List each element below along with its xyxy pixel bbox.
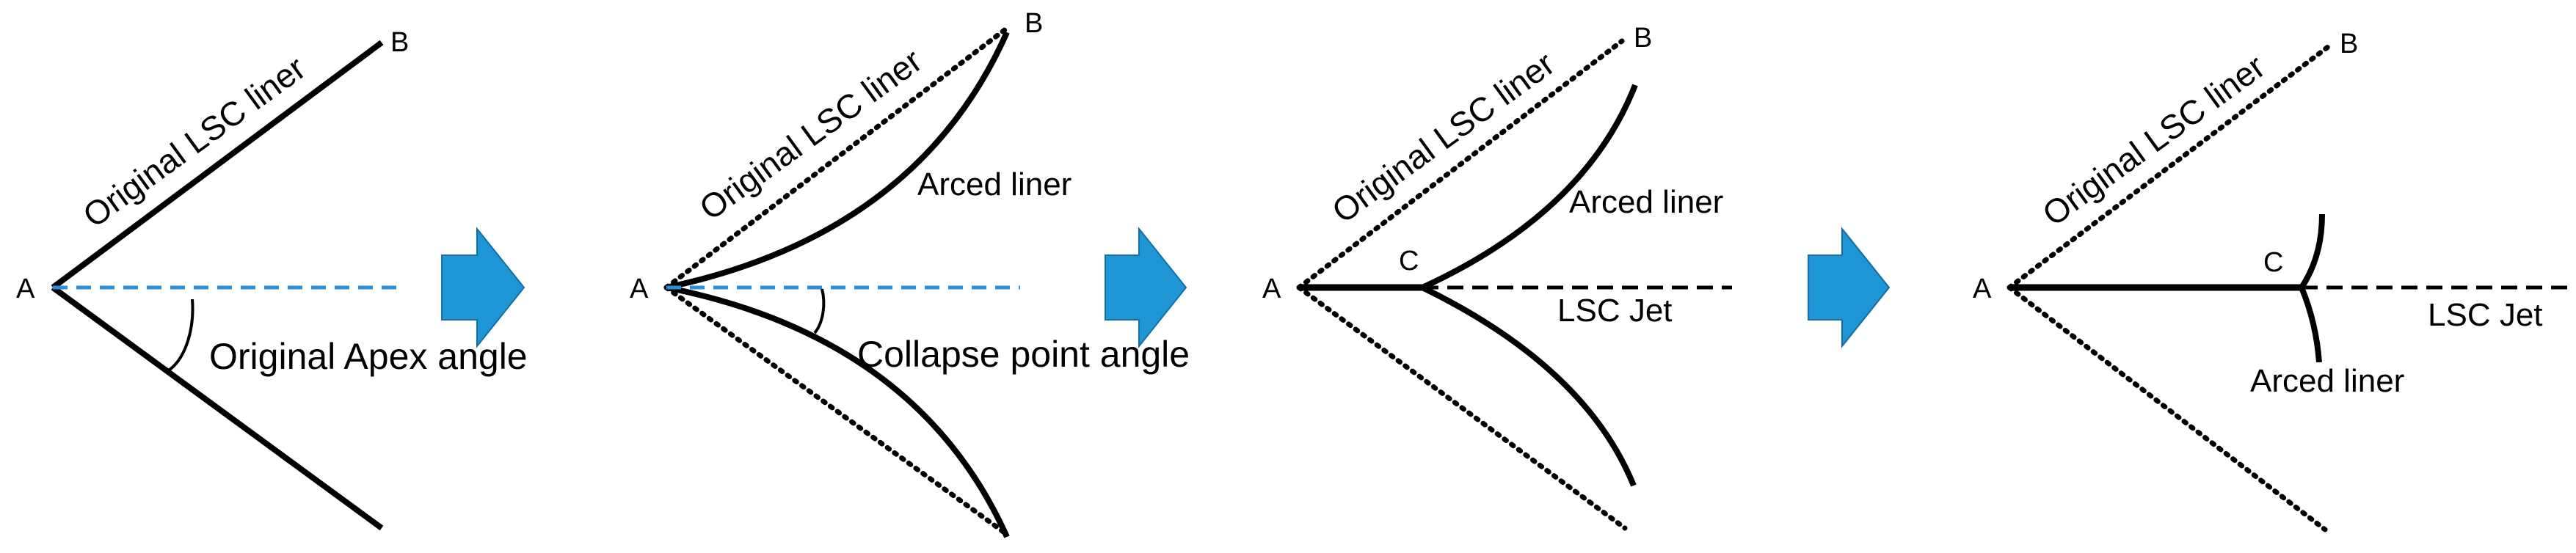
arrow-right-icon xyxy=(1105,227,1187,348)
lower-arced-liner xyxy=(2299,286,2322,363)
lower-liner-line xyxy=(51,285,384,531)
apex-angle-label: Original Apex angle xyxy=(209,336,528,377)
point-a-label: A xyxy=(1973,274,1992,304)
apex-angle-arc xyxy=(166,299,194,373)
upper-arced-liner xyxy=(2299,213,2325,290)
lsc-jet-label: LSC Jet xyxy=(1557,293,1673,329)
upper-arced-liner xyxy=(1421,84,1638,290)
original-lower-dotted-line xyxy=(663,285,1011,538)
point-b-label: B xyxy=(2340,29,2358,59)
collapse-angle-label: Collapse point angle xyxy=(857,334,1190,375)
original-liner-label: Original LSC liner xyxy=(76,48,312,235)
point-a-label: A xyxy=(630,274,649,304)
panel-jet-formed: A B C Original LSC liner Arced liner LSC… xyxy=(1973,29,2569,532)
point-b-label: B xyxy=(1634,23,1652,54)
panel-jet-forming: A B C Original LSC liner Arced liner LSC… xyxy=(1262,23,1732,531)
upper-liner-line xyxy=(51,40,384,290)
collapse-angle-arc xyxy=(813,288,826,334)
arced-liner-label: Arced liner xyxy=(917,166,1071,202)
point-b-label: B xyxy=(1025,8,1043,39)
arrow-right-icon xyxy=(1808,227,1891,348)
original-upper-dotted-line xyxy=(2006,44,2331,290)
point-b-label: B xyxy=(390,27,409,58)
lower-arced-liner xyxy=(1421,285,1637,487)
arced-liner-label: Arced liner xyxy=(1569,184,1723,220)
upper-arced-liner xyxy=(666,31,1010,290)
original-liner-label: Original LSC liner xyxy=(2035,47,2271,233)
point-c-label: C xyxy=(1399,246,1419,276)
lsc-jet-label: LSC Jet xyxy=(2428,297,2543,333)
original-upper-dotted-line xyxy=(1296,38,1625,290)
original-lower-dotted-line xyxy=(1296,285,1628,531)
original-liner-label: Original LSC liner xyxy=(692,41,928,227)
arrow-right-icon xyxy=(441,227,525,348)
original-liner-label: Original LSC liner xyxy=(1325,44,1561,230)
original-lower-dotted-line xyxy=(2006,285,2328,532)
point-a-label: A xyxy=(1262,274,1281,304)
arced-liner-label: Arced liner xyxy=(2250,363,2404,399)
point-a-label: A xyxy=(16,274,35,304)
original-upper-dotted-line xyxy=(663,26,1008,290)
point-c-label: C xyxy=(2263,247,2283,278)
lower-arced-liner xyxy=(666,285,1010,538)
